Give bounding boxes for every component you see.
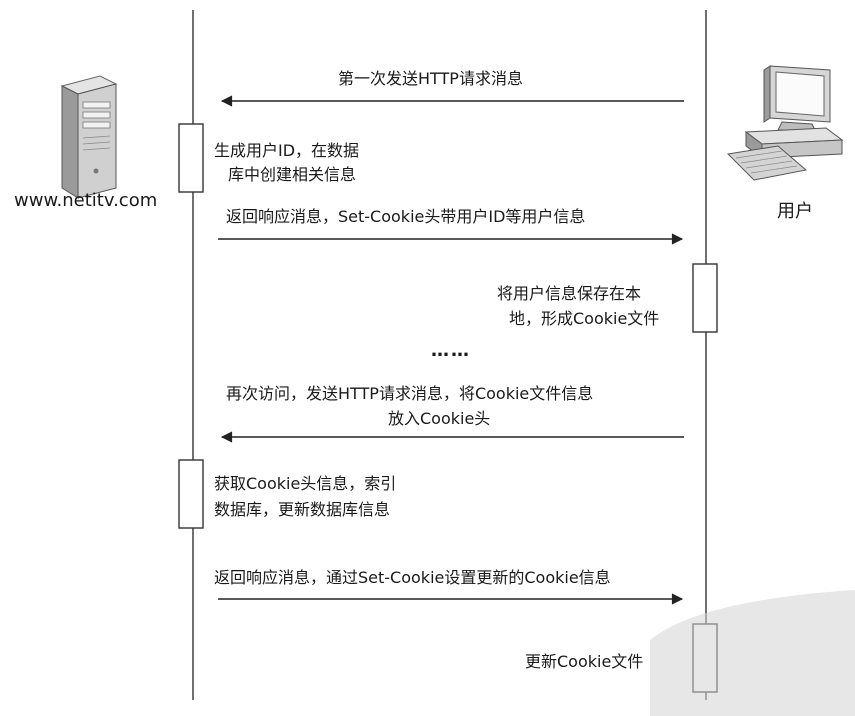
message-response-1: 返回响应消息，Set-Cookie头带用户ID等用户信息 <box>226 207 586 226</box>
watermark-shape <box>650 590 855 716</box>
message-request-2-line1: 再次访问，发送HTTP请求消息，将Cookie文件信息 <box>226 384 594 403</box>
server-note-2-line1: 获取Cookie头信息，索引 <box>214 474 397 493</box>
desktop-computer-icon <box>726 65 844 181</box>
message-request-1: 第一次发送HTTP请求消息 <box>338 69 523 88</box>
server-note-1-line1: 生成用户ID，在数据 <box>214 141 360 160</box>
server-note-2-line2: 数据库，更新数据库信息 <box>214 500 391 519</box>
user-note-1-line1: 将用户信息保存在本 <box>497 284 642 303</box>
message-response-2: 返回响应消息，通过Set-Cookie设置更新的Cookie信息 <box>214 568 611 587</box>
user-note-1-line2: 地，形成Cookie文件 <box>509 309 660 328</box>
user-note-2: 更新Cookie文件 <box>525 652 644 671</box>
server-activation-2 <box>178 459 204 529</box>
ellipsis-separator: …… <box>431 340 471 361</box>
message-request-2-line2: 放入Cookie头 <box>388 409 491 428</box>
server-tower-icon <box>60 75 118 199</box>
user-label: 用户 <box>777 201 813 222</box>
server-activation-1 <box>178 123 204 193</box>
server-label: www.netitv.com <box>14 190 158 211</box>
user-activation-1 <box>692 263 718 333</box>
server-note-1-line2: 库中创建相关信息 <box>228 165 357 184</box>
